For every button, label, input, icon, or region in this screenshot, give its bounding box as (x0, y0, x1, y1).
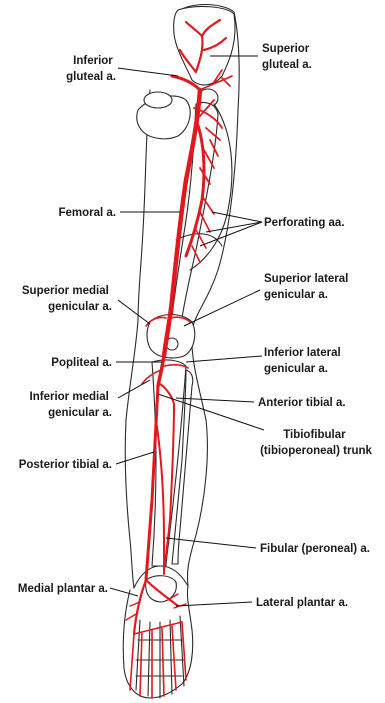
label-anterior-tibial: Anterior tibial a. (258, 397, 346, 409)
label-inferior-lateral-genicular: Inferior lateral genicular a. (264, 347, 344, 375)
label-superior-lateral-genicular: Superior lateral genicular a. (264, 273, 352, 301)
label-posterior-tibial: Posterior tibial a. (19, 459, 112, 471)
label-superior-medial-genicular: Superior medial genicular a. (22, 285, 112, 313)
label-lateral-plantar: Lateral plantar a. (256, 597, 348, 609)
label-inferior-medial-genicular: Inferior medial genicular a. (30, 391, 112, 419)
label-tibiofibular-trunk: Tibiofibular (tibioperoneal) trunk (260, 429, 372, 457)
label-femoral: Femoral a. (58, 207, 116, 219)
label-fibular: Fibular (peroneal) a. (260, 543, 370, 555)
label-superior-gluteal: Superior gluteal a. (262, 43, 313, 71)
label-popliteal: Popliteal a. (51, 357, 112, 369)
label-perforating: Perforating aa. (264, 217, 345, 229)
label-medial-plantar: Medial plantar a. (18, 583, 108, 595)
label-inferior-gluteal: Inferior gluteal a. (66, 55, 116, 83)
